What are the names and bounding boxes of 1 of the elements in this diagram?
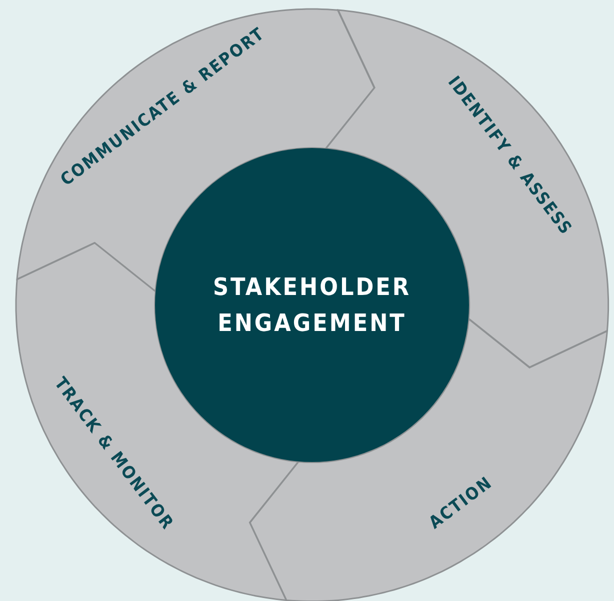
center-title: STAKEHOLDER ENGAGEMENT: [212, 272, 412, 339]
